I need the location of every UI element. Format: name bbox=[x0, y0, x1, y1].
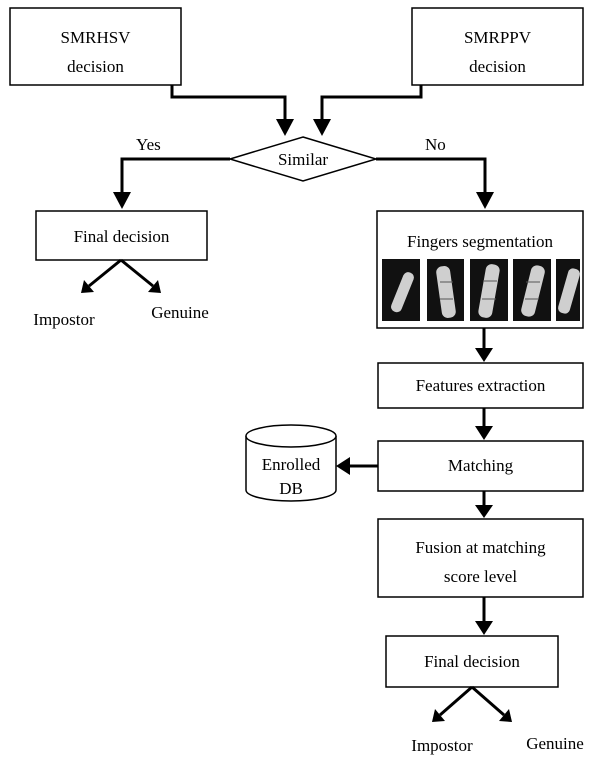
smrppv-label-line2: decision bbox=[469, 57, 526, 76]
enrolled-db-label-line1: Enrolled bbox=[262, 455, 321, 474]
similar-label: Similar bbox=[278, 150, 328, 169]
outcome-impostor-right: Impostor bbox=[411, 736, 473, 755]
arrowhead-into-matching bbox=[475, 426, 493, 440]
connector-no-branch bbox=[376, 157, 487, 200]
no-label: No bbox=[425, 135, 446, 154]
smrhsv-label-line1: SMRHSV bbox=[61, 28, 132, 47]
arrowhead-yes-branch bbox=[113, 192, 131, 209]
arrowhead-no-branch bbox=[476, 192, 494, 209]
arrowhead-into-similar-left bbox=[276, 119, 294, 136]
features-extraction-label: Features extraction bbox=[416, 376, 546, 395]
smrppv-label-line1: SMRPPV bbox=[464, 28, 532, 47]
arrowhead-right-impostor bbox=[432, 709, 445, 722]
fusion-label-line1: Fusion at matching bbox=[415, 538, 546, 557]
final-decision-label-right: Final decision bbox=[424, 652, 520, 671]
arrowhead-right-genuine bbox=[499, 709, 512, 722]
arrowhead-left-impostor bbox=[81, 280, 94, 293]
connector-smrhsv-to-similar bbox=[170, 85, 287, 127]
arrowhead-into-similar-right bbox=[313, 119, 331, 136]
fingers-segmentation-label: Fingers segmentation bbox=[407, 232, 553, 251]
arrowhead-into-features bbox=[475, 348, 493, 362]
connector-right-genuine bbox=[471, 685, 505, 717]
connector-smrppv-to-similar bbox=[320, 85, 423, 127]
matching-label: Matching bbox=[448, 456, 514, 475]
smrhsv-label-line2: decision bbox=[67, 57, 124, 76]
finger-image-2 bbox=[427, 259, 464, 321]
connector-right-impostor bbox=[439, 685, 473, 717]
similar-decision-diamond bbox=[227, 136, 379, 182]
outcome-genuine-right: Genuine bbox=[526, 734, 584, 753]
outcome-impostor-left: Impostor bbox=[33, 310, 95, 329]
final-decision-box-left bbox=[35, 210, 208, 261]
fusion-box bbox=[377, 518, 584, 598]
arrowhead-into-final-decision bbox=[475, 621, 493, 635]
finger-images-strip bbox=[382, 259, 580, 321]
yes-label: Yes bbox=[136, 135, 161, 154]
enrolled-db-cylinder bbox=[245, 424, 337, 502]
final-decision-label-left: Final decision bbox=[74, 227, 170, 246]
enrolled-db-label-line2: DB bbox=[279, 479, 303, 498]
arrowhead-into-enrolled-db bbox=[336, 457, 350, 475]
connector-left-genuine bbox=[120, 258, 154, 288]
smrhsv-decision-box bbox=[9, 7, 182, 86]
connector-yes-branch bbox=[120, 157, 230, 200]
finger-image-1 bbox=[382, 259, 420, 321]
finger-image-4 bbox=[513, 259, 551, 321]
connector-left-impostor bbox=[88, 258, 122, 288]
outcome-genuine-left: Genuine bbox=[151, 303, 209, 322]
finger-image-5 bbox=[556, 259, 580, 321]
fusion-label-line2: score level bbox=[444, 567, 517, 586]
arrowhead-into-fusion bbox=[475, 505, 493, 518]
final-decision-box-right bbox=[385, 635, 559, 688]
matching-box bbox=[377, 440, 584, 492]
finger-image-3 bbox=[470, 259, 508, 321]
smrppv-decision-box bbox=[411, 7, 584, 86]
arrowhead-left-genuine bbox=[148, 280, 161, 293]
features-extraction-box bbox=[377, 362, 584, 409]
